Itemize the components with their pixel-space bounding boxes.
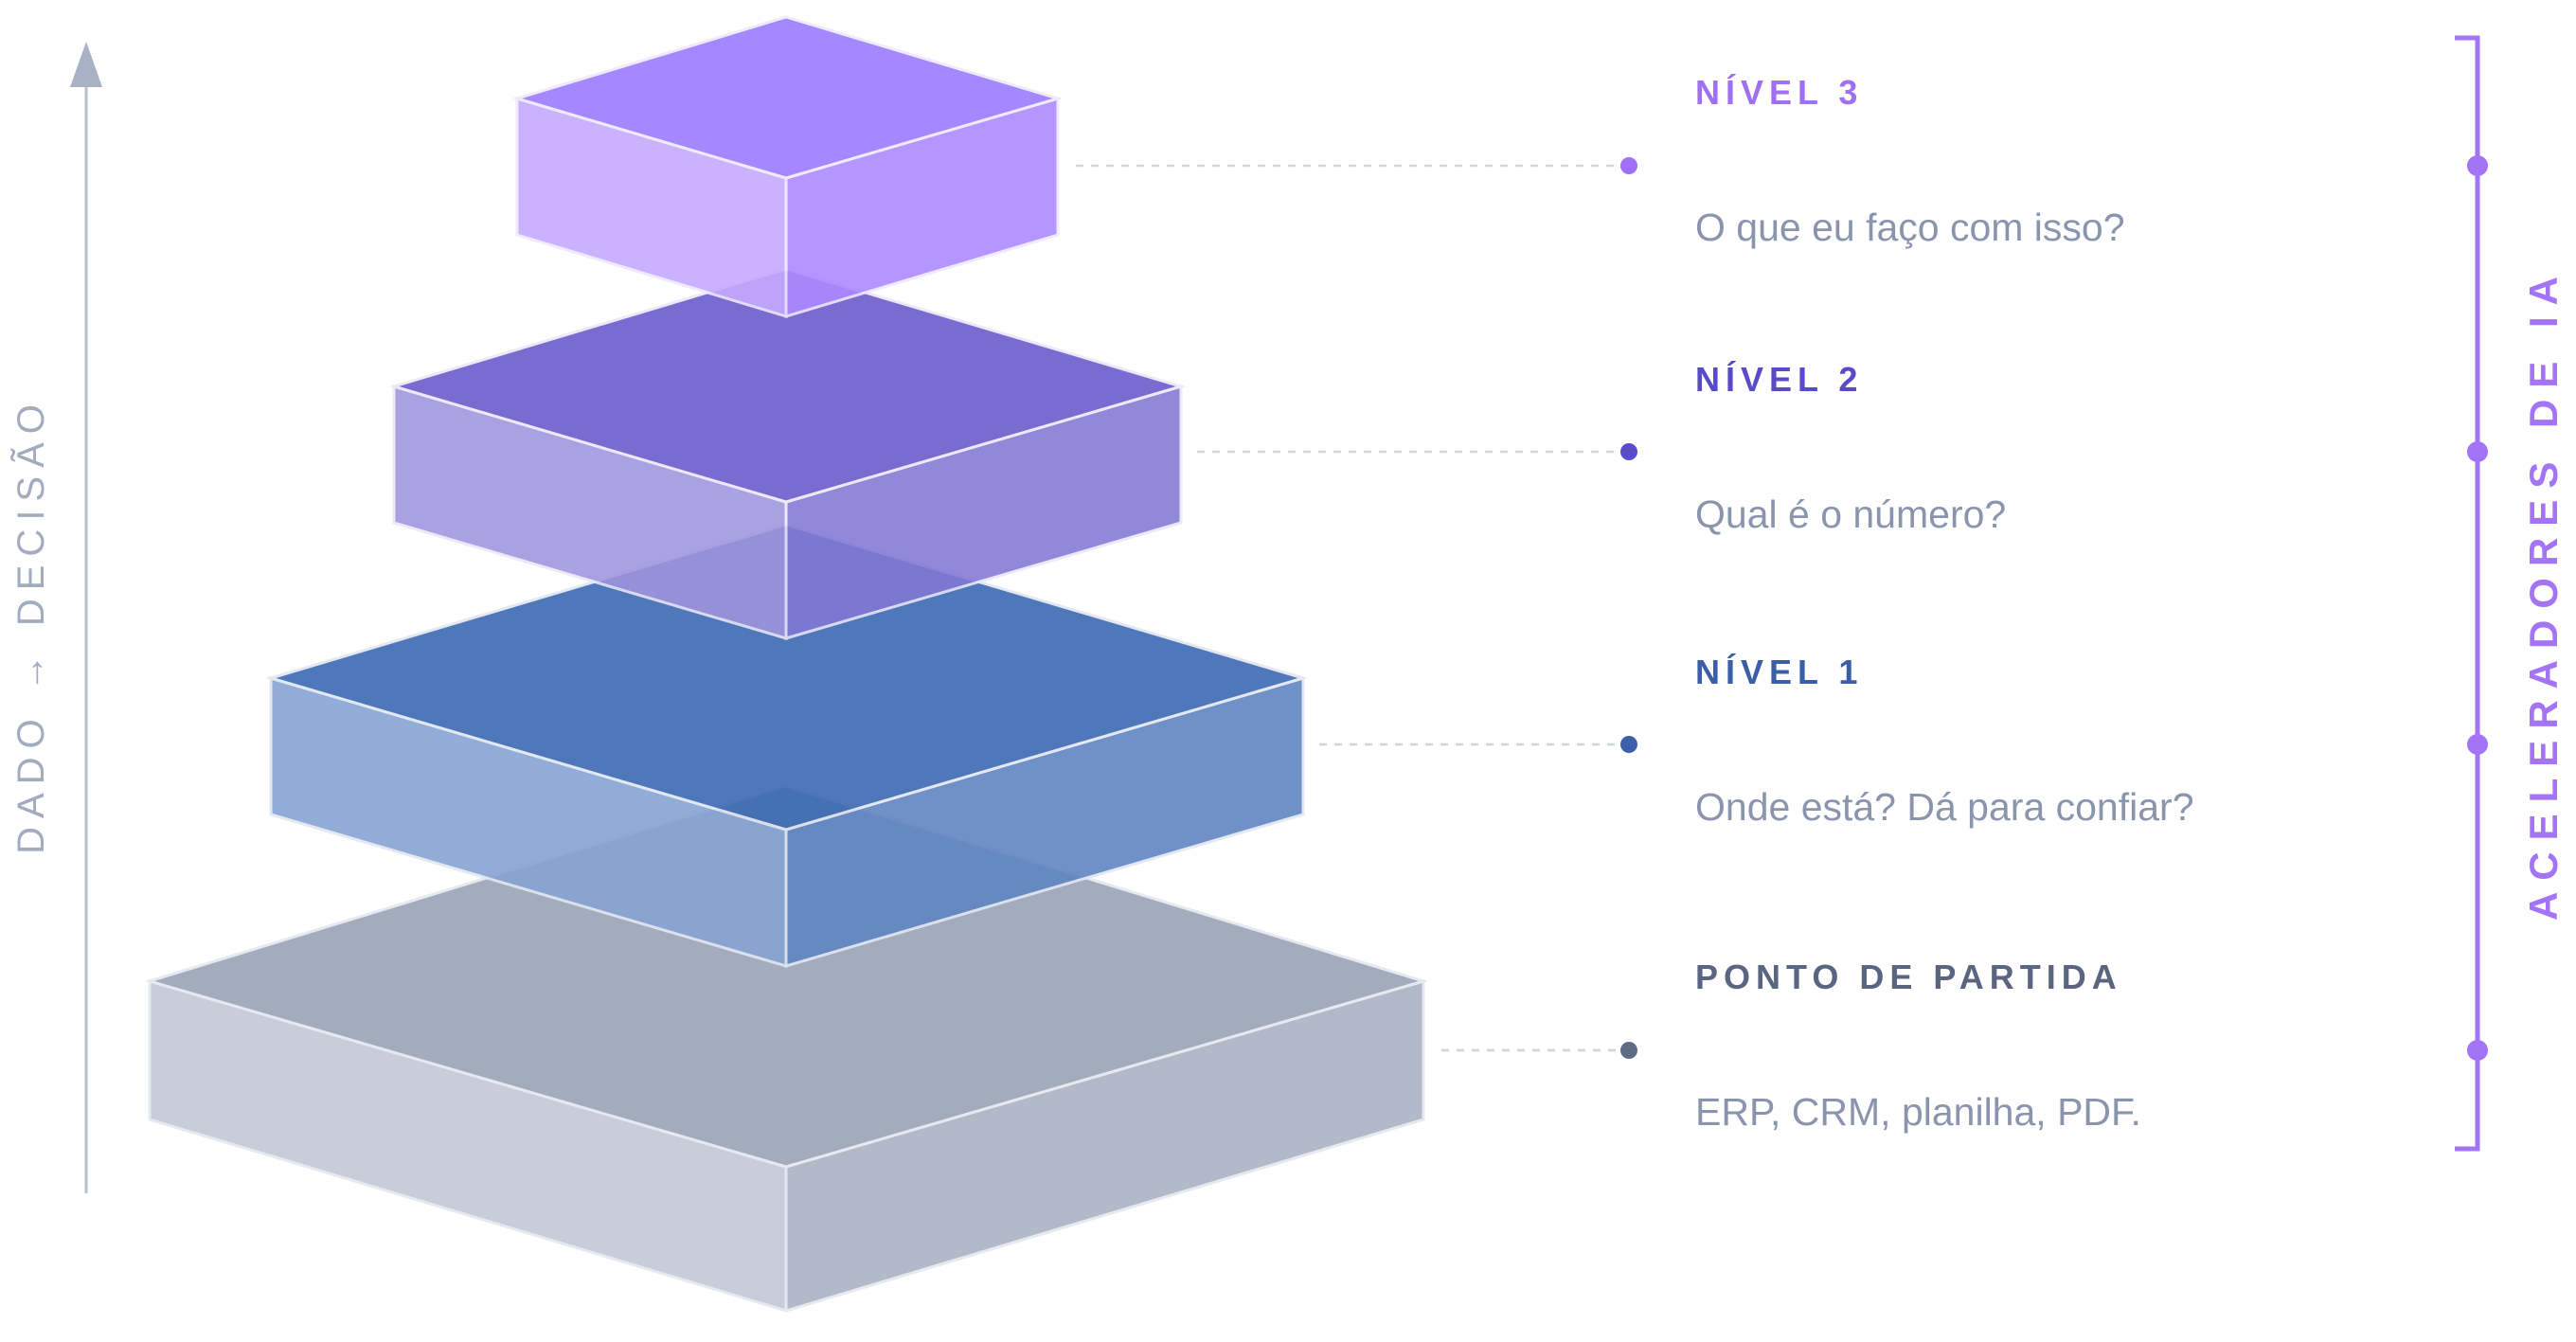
level-title: NÍVEL 1 (1695, 653, 1863, 691)
label-nivel-3: NÍVEL 3 O que eu faço com isso? (1695, 73, 2125, 249)
block-nivel-3-top-face (511, 15, 1064, 180)
level-question: Qual é o número? (1695, 492, 2006, 536)
bracket-dot-nivel-1 (2467, 734, 2488, 755)
connectors (1076, 157, 1637, 1059)
level-labels: NÍVEL 3 O que eu faço com isso? NÍVEL 2 … (1695, 73, 2194, 1134)
layer-stack (144, 15, 1429, 1314)
bracket-dot-nivel-2 (2467, 441, 2488, 462)
level-title: NÍVEL 2 (1695, 360, 1863, 399)
connector-ponto-de-partida (1441, 1042, 1637, 1059)
bracket-line (2455, 35, 2480, 1152)
connector-nivel-1-dot (1620, 736, 1637, 753)
label-nivel-2: NÍVEL 2 Qual é o número? (1695, 360, 2006, 536)
block-nivel-3[interactable] (511, 15, 1064, 319)
level-question: ERP, CRM, planilha, PDF. (1695, 1090, 2141, 1134)
axis-arrowhead-icon (70, 42, 102, 87)
bracket-label: ACELERADORES DE IA (2521, 265, 2566, 921)
connector-nivel-3 (1076, 157, 1637, 174)
block-nivel-1-top-face (265, 523, 1309, 832)
level-question: O que eu faço com isso? (1695, 206, 2125, 249)
block-nivel-2[interactable] (388, 267, 1187, 641)
block-ponto-de-partida-top-face (144, 784, 1429, 1169)
label-ponto-de-partida: PONTO DE PARTIDA ERP, CRM, planilha, PDF… (1695, 957, 2141, 1134)
connector-nivel-3-dot (1620, 157, 1637, 174)
axis-label: DADO → DECISÃO (9, 396, 52, 854)
connector-ponto-de-partida-dot (1620, 1042, 1637, 1059)
level-title: NÍVEL 3 (1695, 73, 1863, 112)
block-nivel-1[interactable] (265, 523, 1309, 969)
label-nivel-1: NÍVEL 1 Onde está? Dá para confiar? (1695, 653, 2194, 829)
axis: DADO → DECISÃO (9, 42, 102, 1193)
connector-nivel-2 (1197, 443, 1637, 460)
connector-nivel-2-dot (1620, 443, 1637, 460)
bracket: ACELERADORES DE IA (2455, 35, 2566, 1152)
level-question: Onde está? Dá para confiar? (1695, 785, 2194, 829)
block-nivel-2-top-face (388, 267, 1187, 504)
level-title: PONTO DE PARTIDA (1695, 957, 2122, 996)
connector-nivel-1 (1319, 736, 1637, 753)
block-ponto-de-partida[interactable] (144, 784, 1429, 1314)
bracket-dot-nivel-3 (2467, 155, 2488, 176)
bracket-dot-ponto-de-partida (2467, 1040, 2488, 1061)
